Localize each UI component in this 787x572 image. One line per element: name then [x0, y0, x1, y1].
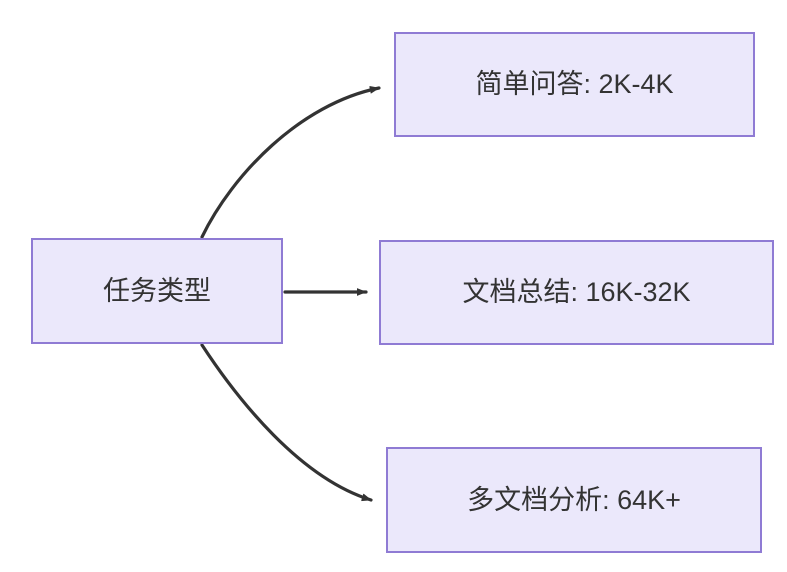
edge-to-simple-qa: [200, 85, 381, 239]
node-task-type[interactable]: 任务类型: [31, 238, 283, 344]
node-simple-qa-label: 简单问答: 2K-4K: [475, 69, 674, 100]
node-doc-summary-label: 文档总结: 16K-32K: [462, 277, 691, 308]
node-multi-doc-label: 多文档分析: 64K+: [467, 484, 681, 515]
edge-to-multi-doc: [200, 343, 373, 502]
node-simple-qa[interactable]: 简单问答: 2K-4K: [394, 32, 755, 137]
node-multi-doc[interactable]: 多文档分析: 64K+: [386, 447, 762, 553]
node-doc-summary[interactable]: 文档总结: 16K-32K: [379, 240, 774, 345]
node-task-type-label: 任务类型: [103, 275, 211, 306]
